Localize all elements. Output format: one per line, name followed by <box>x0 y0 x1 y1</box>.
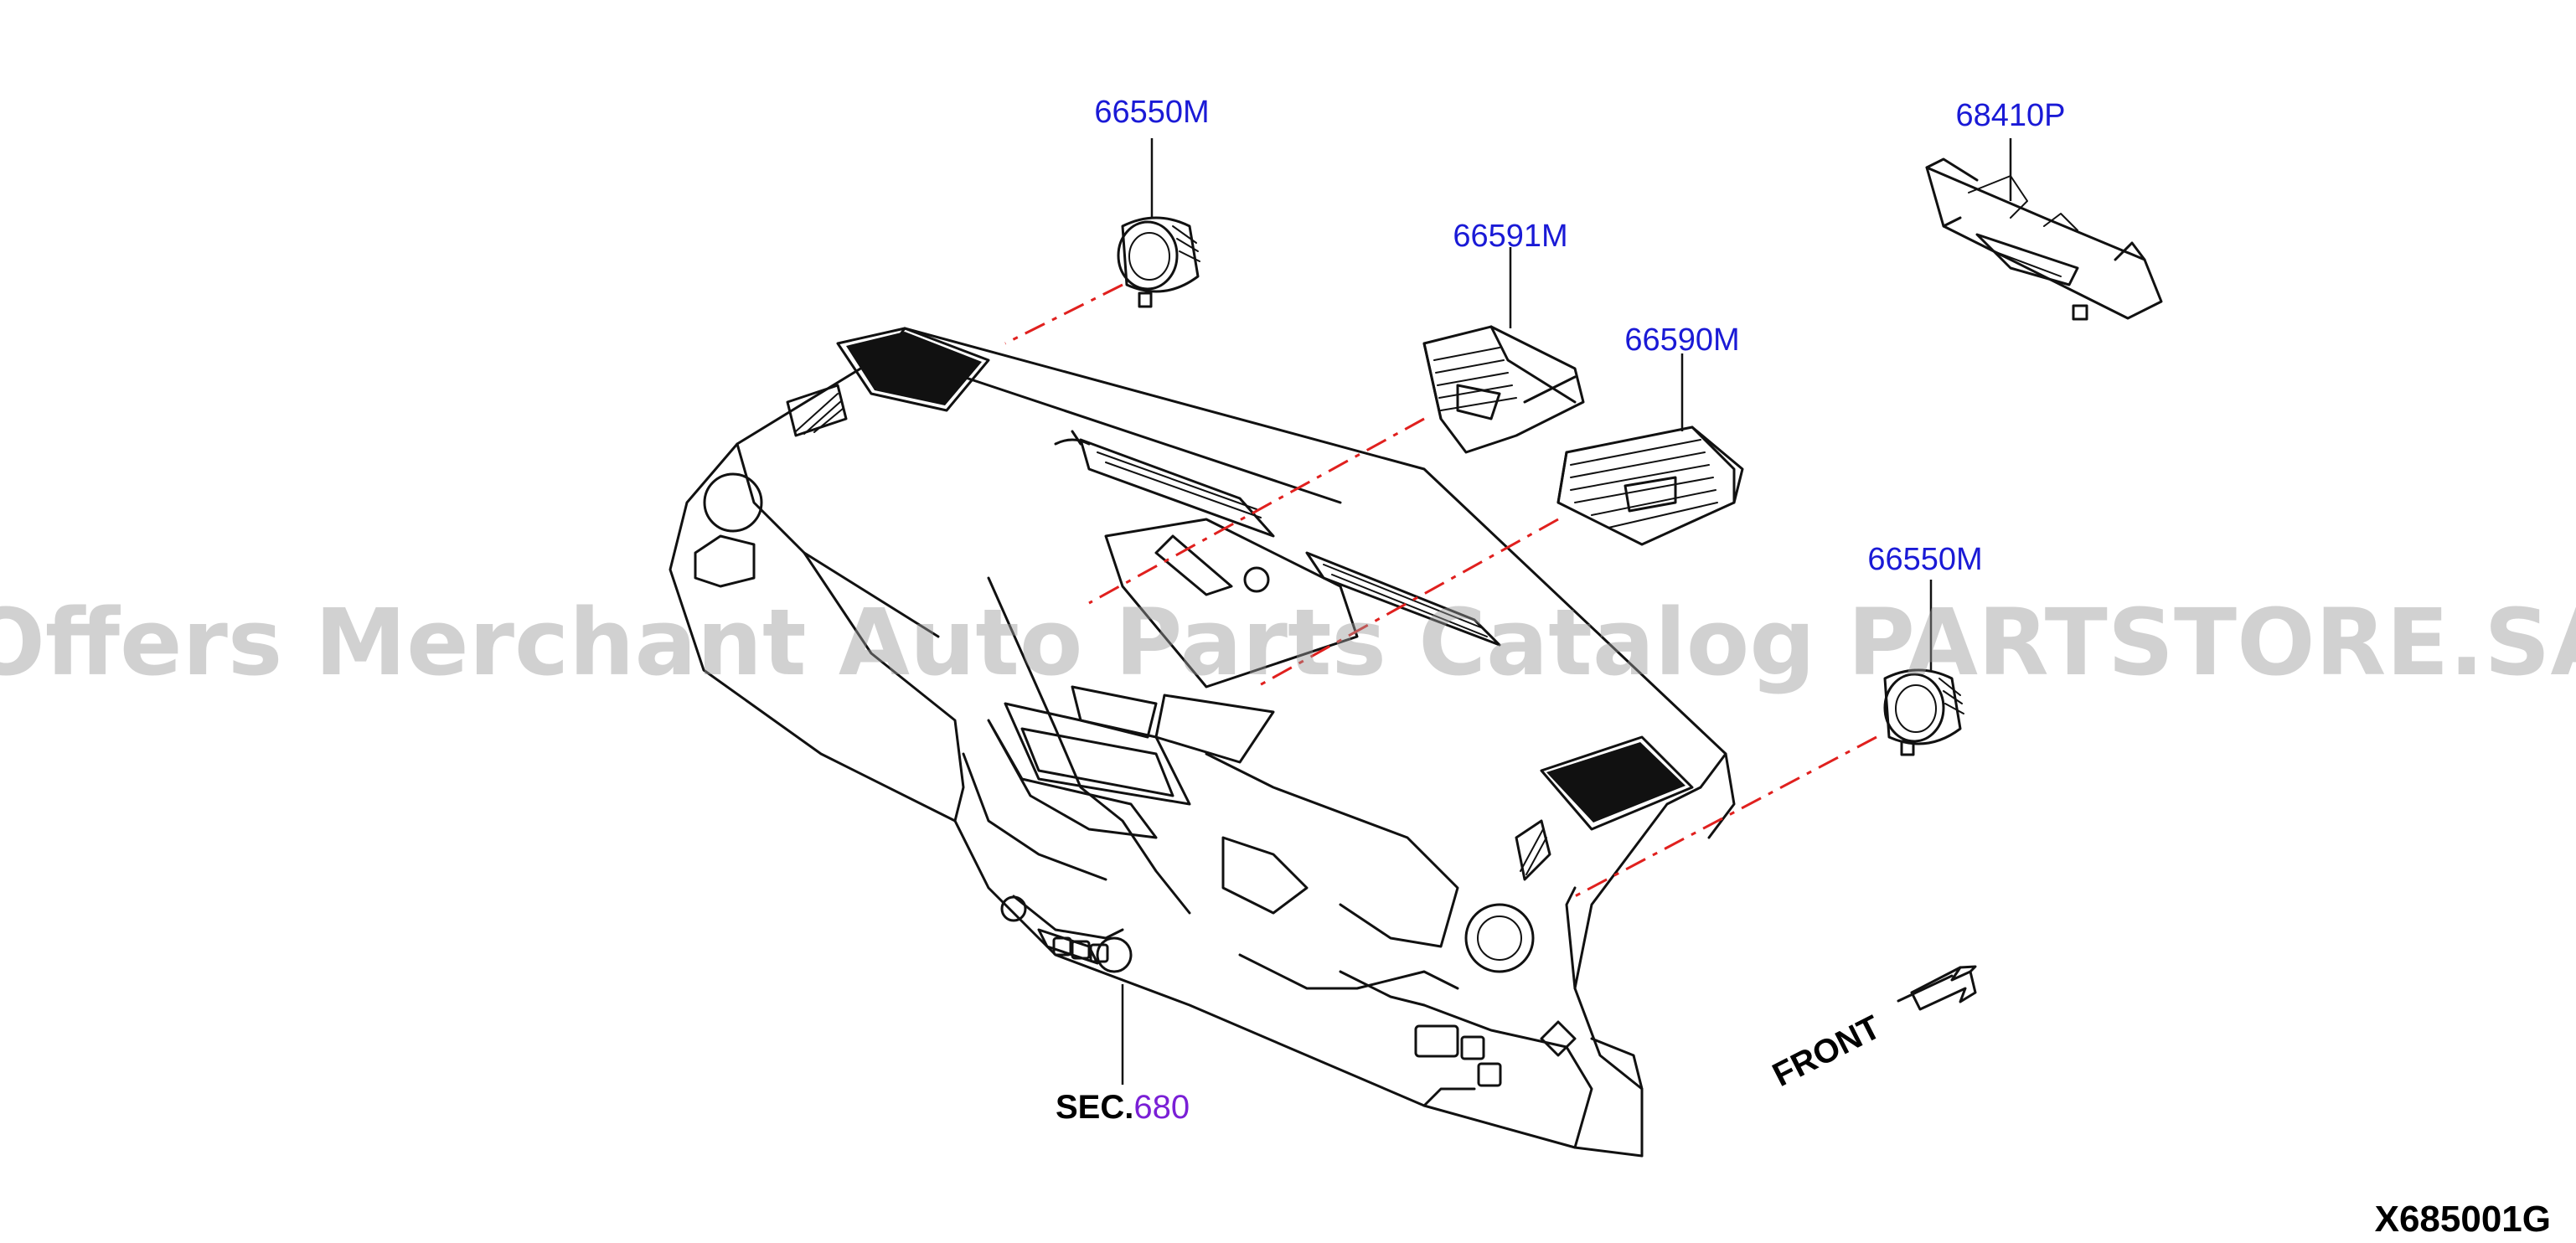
center-vent-lower[interactable] <box>1556 426 1744 546</box>
callout-68410p[interactable]: 68410P <box>1955 98 2065 133</box>
center-vent-upper[interactable] <box>1422 325 1585 454</box>
callout-66550m-left[interactable]: 66550M <box>1094 95 1209 130</box>
callout-66591m[interactable]: 66591M <box>1453 219 1567 254</box>
front-arrow-icon <box>1897 965 1977 1011</box>
diagram-code: X685001G <box>2375 1199 2551 1240</box>
side-vent-left[interactable] <box>1117 216 1200 308</box>
vent-trim-panel[interactable] <box>1925 157 2163 321</box>
callout-66550m-right[interactable]: 66550M <box>1867 542 1982 577</box>
instrument-panel <box>669 327 1736 1158</box>
section-number[interactable]: 680 <box>1133 1089 1190 1126</box>
watermark-text: Offers Merchant Auto Parts Catalog PARTS… <box>0 589 2576 696</box>
side-vent-right[interactable] <box>1883 668 1964 756</box>
section-reference[interactable]: SEC.680 <box>1056 1089 1190 1126</box>
leader-lines <box>1121 138 2012 1085</box>
placement-lines <box>1004 283 1877 898</box>
front-label: FRONT <box>1767 1008 1887 1094</box>
callout-66590m[interactable]: 66590M <box>1624 322 1739 358</box>
section-prefix: SEC. <box>1056 1089 1133 1126</box>
